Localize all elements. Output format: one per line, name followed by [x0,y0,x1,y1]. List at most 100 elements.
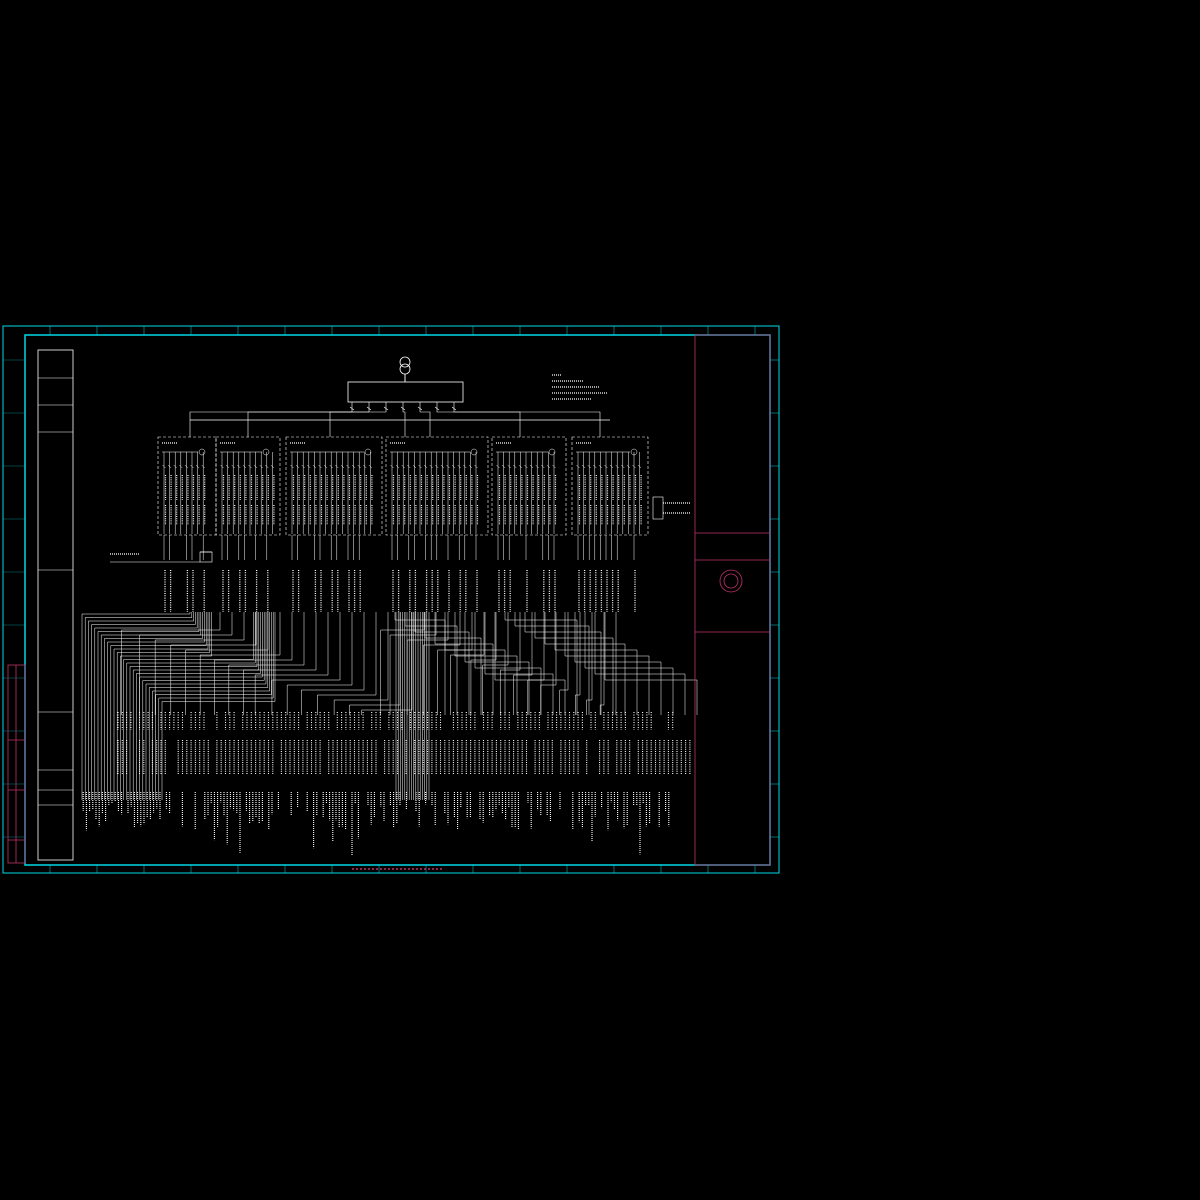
wire-run [107,612,205,800]
wire-run [94,612,198,800]
breaker-mark [632,464,636,469]
breaker-mark [167,464,172,469]
breaker-mark [329,464,333,469]
breaker-mark [434,406,440,411]
wire-run [424,612,482,715]
wire-run [450,612,485,715]
wire-run [564,612,650,715]
breaker-mark [518,464,523,469]
breaker-mark [346,464,350,469]
wire-run [494,612,566,715]
breaker-mark [270,464,275,469]
breaker-mark [237,464,241,469]
wire-run [91,612,196,800]
breaker-mark [301,464,305,469]
breaker-mark [225,464,230,469]
feeder-drop [453,402,601,437]
breaker-mark [435,464,439,469]
cabinet [385,436,489,612]
wire-run [559,612,569,715]
breaker-mark [295,464,300,469]
wire-run [333,612,389,715]
wire-run [126,612,256,800]
breaker-mark [307,464,311,469]
wire-run [161,612,276,800]
breaker-mark [190,464,194,469]
wire-run [214,612,293,715]
breaker-mark [468,464,473,469]
wire-run [604,612,698,715]
breaker-mark [429,464,433,469]
breaker-mark [184,464,189,469]
wire-run [97,612,200,800]
breaker-mark [412,464,417,469]
feeder-drop [402,402,406,437]
cabinet-outline [285,436,383,536]
breaker-mark [535,464,539,469]
breaker-mark [335,464,339,469]
company-seal [719,569,743,593]
breaker-mark [220,464,224,469]
wire-run [228,612,305,715]
breaker-mark [351,464,356,469]
wire-run [504,612,578,715]
breaker-mark [587,464,591,469]
wire-run [142,612,265,800]
wire-run [139,612,263,800]
wire-run [120,612,212,800]
wire-run [286,612,353,715]
breaker-mark [615,464,619,469]
breaker-mark [401,464,405,469]
breaker-mark [423,464,428,469]
wire-run [484,612,554,715]
wire-run [474,612,542,715]
wire-run [84,612,193,800]
cabinet [215,436,281,612]
wire-run [574,612,662,715]
breaker-mark [395,464,400,469]
wire-run [132,612,260,800]
breaker-mark [446,464,450,469]
breaker-mark [513,464,517,469]
wire-run [389,612,437,715]
wire-run [271,612,341,715]
breaker-mark [593,464,597,469]
wire-run [170,612,257,715]
wire-run [513,612,533,715]
breaker-mark [463,464,467,469]
wire-run [464,612,530,715]
breaker-mark [259,464,263,469]
breaker-mark [349,406,355,411]
wire-run [129,612,258,800]
wire-run [317,612,377,715]
breaker-mark [541,464,545,469]
breaker-mark [323,464,328,469]
breaker-mark [457,464,461,469]
breaker-mark [407,464,411,469]
terminal-rows [82,712,691,856]
breaker-mark [417,406,423,411]
cabinet [491,436,567,612]
external-panel [652,496,664,520]
breaker-mark [598,464,603,469]
meter-symbol [262,448,270,456]
breaker-mark [552,464,556,469]
wire-run [349,612,401,715]
wire-run [155,612,272,800]
left-binding-strip [7,664,26,864]
breaker-mark [507,464,511,469]
wire-run [145,612,267,800]
breaker-mark [248,464,252,469]
breaker-mark [231,464,235,469]
title-block [694,334,771,866]
breaker-mark [195,464,200,469]
breaker-mark [357,464,361,469]
connector-box [199,551,213,563]
wire-run [113,612,209,800]
breaker-mark [368,464,373,469]
wire-run [254,612,329,715]
main-distribution-box [347,381,464,403]
wire-run [524,612,602,715]
wire-run [599,612,605,715]
breaker-mark [637,464,642,469]
